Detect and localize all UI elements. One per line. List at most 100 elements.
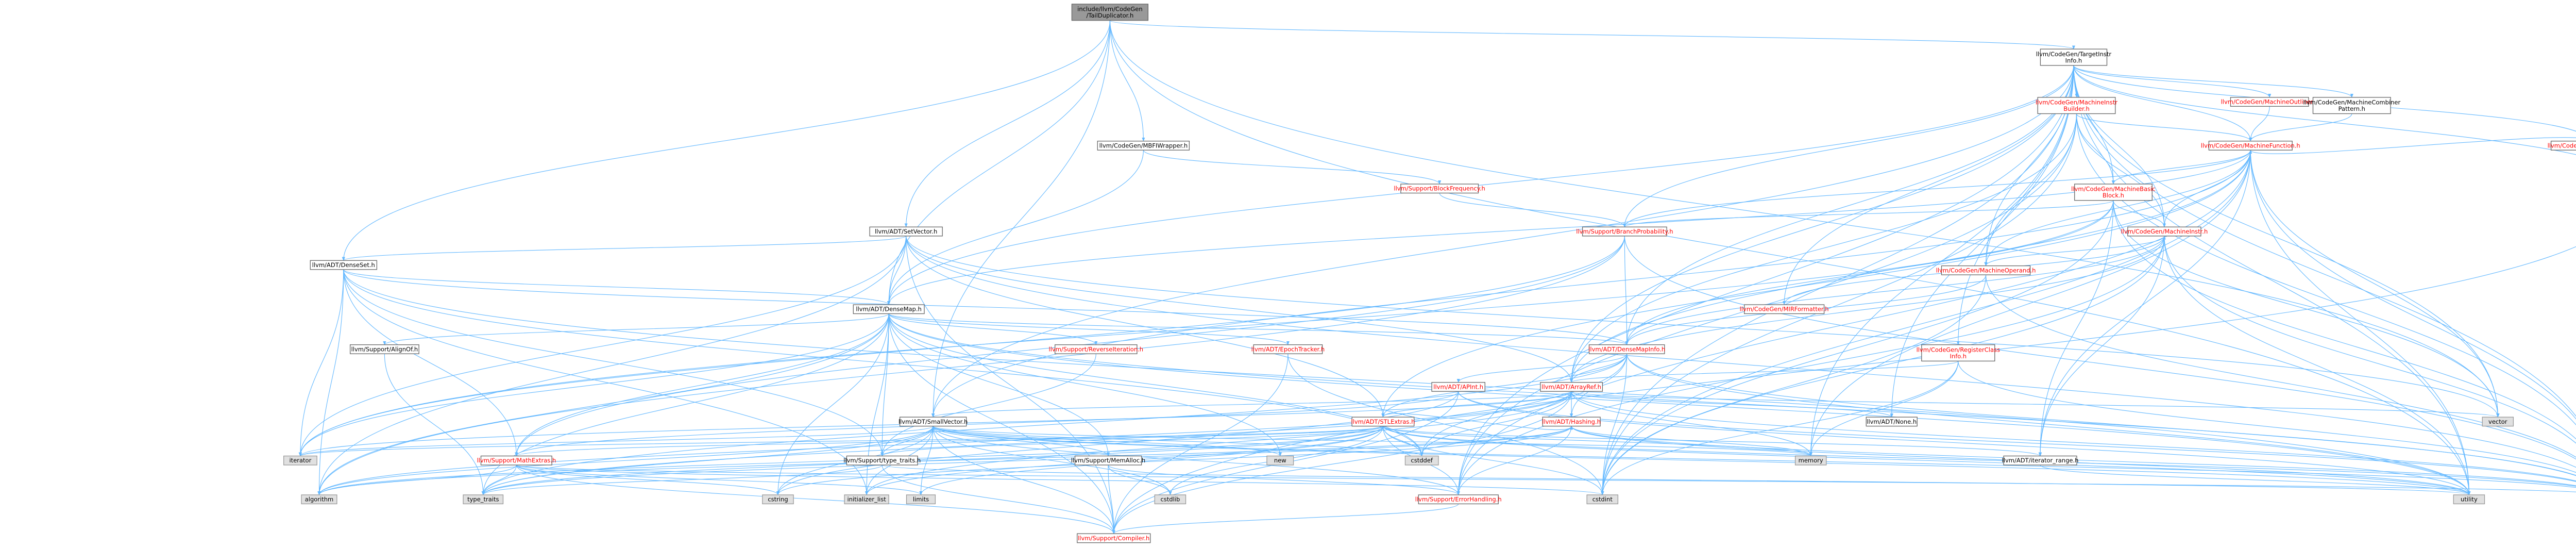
node-label-cstring: cstring xyxy=(768,496,788,503)
node-typetraits[interactable]: llvm/Support/type_traits.h xyxy=(843,455,921,466)
edge-arrayref-to-cassert xyxy=(1571,391,2576,481)
node-vrm[interactable]: llvm/CodeGen/VirtRegMap.h xyxy=(2548,141,2576,151)
node-cstddef[interactable]: cstddef xyxy=(1404,455,1439,466)
edge-smallvector-to-typetraits xyxy=(880,426,934,457)
node-apint[interactable]: llvm/ADT/APInt.h xyxy=(1431,382,1485,392)
edge-typetraits-to-type_traits xyxy=(481,464,883,495)
node-new[interactable]: new xyxy=(1266,455,1294,466)
edge-root-to-utility xyxy=(1109,20,2471,495)
edge-mib-to-mf xyxy=(2076,113,2252,142)
node-denseset[interactable]: llvm/ADT/DenseSet.h xyxy=(310,260,378,270)
edge-memalloc-to-compiler xyxy=(1108,464,1115,535)
node-mout[interactable]: llvm/CodeGen/MachineOutliner.h xyxy=(2221,97,2318,107)
node-label-mf: llvm/CodeGen/MachineFunction.h xyxy=(2201,142,2300,149)
node-algorithm[interactable]: algorithm xyxy=(301,494,337,505)
node-mbfiw[interactable]: llvm/CodeGen/MBFIWrapper.h xyxy=(1097,141,1190,151)
node-mi[interactable]: llvm/CodeGen/MachineInstr.h xyxy=(2121,226,2208,237)
node-label-root: /TailDuplicator.h xyxy=(1086,12,1133,19)
edge-smallvector-to-iterator xyxy=(299,426,934,457)
edge-denseset-to-densemapinfo xyxy=(343,269,1629,345)
edge-smallvector-to-algorithm xyxy=(317,426,934,495)
node-box-regclass xyxy=(1921,344,1995,362)
node-label-mout: llvm/CodeGen/MachineOutliner.h xyxy=(2221,98,2318,106)
edge-mo-to-cassert xyxy=(1986,275,2576,458)
node-label-arrayref: llvm/ADT/ArrayRef.h xyxy=(1541,383,1601,390)
node-smallvector[interactable]: llvm/ADT/SmallVector.h xyxy=(899,417,968,427)
node-densemapinfo[interactable]: llvm/ADT/DenseMapInfo.h xyxy=(1588,344,1665,354)
edge-arrayref-to-algorithm xyxy=(317,391,1572,495)
node-label-mib: Builder.h xyxy=(2063,105,2090,112)
node-label-cstddef: cstddef xyxy=(1411,457,1433,464)
node-compiler[interactable]: llvm/Support/Compiler.h xyxy=(1077,533,1151,543)
edge-stlextras-to-cassert xyxy=(1382,426,2576,487)
edge-setvector-to-iterator xyxy=(298,236,907,457)
node-utility[interactable]: utility xyxy=(2453,494,2485,505)
node-iterator[interactable]: iterator xyxy=(283,455,317,466)
edge-smallvector-to-type_traits xyxy=(481,426,934,495)
node-cstring[interactable]: cstring xyxy=(762,494,794,505)
node-errh[interactable]: llvm/Support/ErrorHandling.h xyxy=(1415,494,1502,505)
node-label-regclass: llvm/CodeGen/RegisterClass xyxy=(1917,346,2000,353)
node-iterrange[interactable]: llvm/ADT/iterator_range.h xyxy=(2002,455,2079,466)
node-none[interactable]: llvm/ADT/None.h xyxy=(1866,417,1918,427)
node-hashing[interactable]: llvm/ADT/Hashing.h xyxy=(1542,417,1601,427)
node-setvector[interactable]: llvm/ADT/SetVector.h xyxy=(869,226,943,237)
node-arrayref[interactable]: llvm/ADT/ArrayRef.h xyxy=(1540,382,1603,392)
edge-regclass-to-memory xyxy=(1809,361,1959,457)
edge-smallvector-to-cassert xyxy=(933,426,2576,488)
node-bp[interactable]: llvm/Support/BranchProbability.h xyxy=(1576,226,1673,237)
node-cstdlib[interactable]: cstdlib xyxy=(1154,494,1187,505)
edge-mib-to-cstdint xyxy=(1601,113,2077,495)
node-mathextras[interactable]: llvm/Support/MathExtras.h xyxy=(477,455,556,466)
node-label-cstdint: cstdint xyxy=(1592,496,1613,503)
node-label-mbfiw: llvm/CodeGen/MBFIWrapper.h xyxy=(1099,142,1188,149)
edge-mi-to-cassert xyxy=(2164,236,2576,444)
edge-hashing-to-cassert xyxy=(1571,426,2576,486)
edge-bp-to-cassert xyxy=(1624,236,2576,460)
node-blockfreq[interactable]: llvm/Support/BlockFrequency.h xyxy=(1394,184,1485,194)
node-mf[interactable]: llvm/CodeGen/MachineFunction.h xyxy=(2201,141,2300,151)
node-mo[interactable]: llvm/CodeGen/MachineOperand.h xyxy=(1936,265,2036,275)
node-stlextras[interactable]: llvm/ADT/STLExtras.h xyxy=(1351,417,1415,427)
node-box-vector xyxy=(2482,417,2514,427)
edge-blockfreq-to-bp xyxy=(1439,193,1626,228)
edge-tii-to-smallvector xyxy=(931,65,2074,418)
node-epoch[interactable]: llvm/ADT/EpochTracker.h xyxy=(1251,344,1325,354)
node-limits[interactable]: limits xyxy=(906,494,936,505)
node-label-apint: llvm/ADT/APInt.h xyxy=(1433,383,1483,390)
edge-root-to-mbfiw xyxy=(1109,20,1145,142)
node-box-cstring xyxy=(762,494,794,505)
node-box-blockfreq xyxy=(1400,184,1479,194)
edge-mf-to-mi xyxy=(2162,150,2251,228)
node-initlist[interactable]: initializer_list xyxy=(844,494,889,505)
node-label-stlextras: llvm/ADT/STLExtras.h xyxy=(1351,418,1415,425)
edge-mathextras-to-limits xyxy=(516,464,923,495)
edge-epoch-to-compiler xyxy=(1112,354,1289,535)
node-type_traits[interactable]: type_traits xyxy=(463,494,504,505)
node-densemap[interactable]: llvm/ADT/DenseMap.h xyxy=(853,304,925,314)
edge-mib-to-arrayref xyxy=(1570,113,2077,383)
node-memalloc[interactable]: llvm/Support/MemAlloc.h xyxy=(1071,455,1145,466)
node-box-mout xyxy=(2230,97,2309,107)
edge-mi-to-iterrange xyxy=(2038,236,2165,457)
node-memory[interactable]: memory xyxy=(1794,455,1827,466)
node-mirfmt[interactable]: llvm/CodeGen/MIRFormatter.h xyxy=(1740,304,1829,314)
node-cstdint[interactable]: cstdint xyxy=(1586,494,1619,505)
edge-densemap-to-compiler xyxy=(888,313,1115,535)
node-label-blockfreq: llvm/Support/BlockFrequency.h xyxy=(1394,185,1485,192)
node-box-mo xyxy=(1941,265,2031,275)
node-vector[interactable]: vector xyxy=(2482,417,2514,427)
edge-tii-to-mcomb xyxy=(2073,65,2353,98)
edge-mcii-to-compiler xyxy=(1112,246,2576,535)
node-revit[interactable]: llvm/Support/ReverseIteration.h xyxy=(1049,344,1144,354)
edge-mbb-to-densemapinfo xyxy=(1625,200,2114,345)
node-box-cstdint xyxy=(1586,494,1619,505)
node-label-setvector: llvm/ADT/SetVector.h xyxy=(875,228,937,235)
node-alignof[interactable]: llvm/Support/AlignOf.h xyxy=(350,344,419,354)
